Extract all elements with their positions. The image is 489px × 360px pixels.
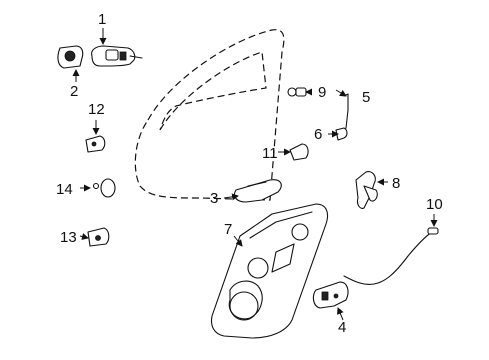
latch-clip-part — [85, 135, 106, 153]
clip-part — [87, 227, 110, 247]
callout-10: 10 — [426, 196, 443, 213]
callout-6: 6 — [314, 126, 322, 143]
callout-8: 8 — [392, 175, 400, 192]
callout-9: 9 — [318, 84, 326, 101]
door-outline — [134, 29, 285, 201]
callout-1: 1 — [98, 11, 106, 28]
bolt-part — [287, 87, 307, 97]
callout-12: 12 — [88, 101, 105, 118]
callout-14: 14 — [56, 181, 73, 198]
trim-panel-part — [210, 203, 329, 339]
inside-handle-part — [233, 179, 282, 203]
outside-handle-part — [91, 45, 143, 67]
callout-7: 7 — [224, 221, 232, 238]
lock-cylinder-part — [57, 45, 84, 69]
callout-2: 2 — [70, 83, 78, 100]
latch-handle-part — [355, 171, 378, 209]
control-cable-part — [343, 227, 439, 285]
callout-13: 13 — [60, 229, 77, 246]
callout-3: 3 — [210, 190, 218, 207]
callout-labels: 1 2 12 5 9 6 11 8 14 3 10 13 7 4 — [56, 11, 443, 336]
callout-4: 4 — [338, 319, 346, 336]
callout-leaders — [72, 28, 438, 321]
grommet-part — [92, 178, 116, 198]
lock-rod-part — [335, 93, 349, 141]
callout-11: 11 — [262, 145, 278, 162]
callout-5: 5 — [362, 89, 370, 106]
lock-actuator-part — [312, 281, 349, 309]
bracket-part — [289, 143, 309, 161]
